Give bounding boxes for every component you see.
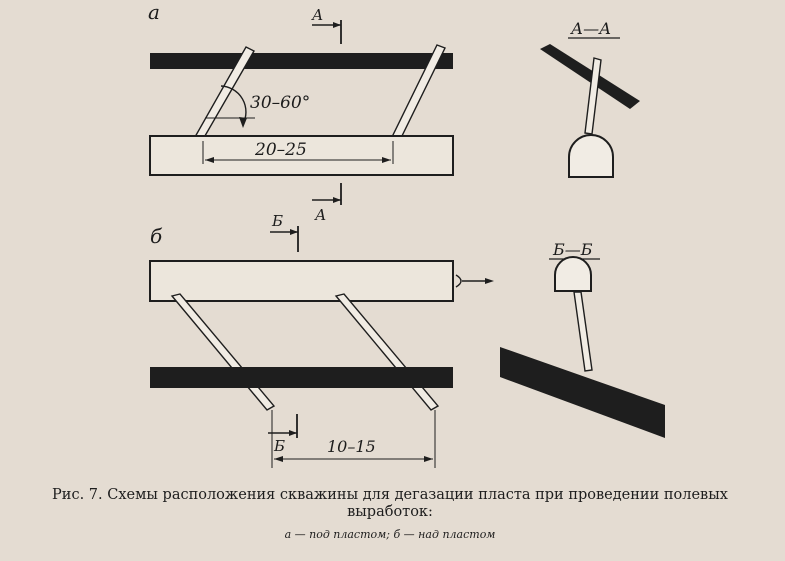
arrow-head: [290, 229, 298, 235]
arrow-head: [289, 430, 297, 436]
coal-seam-b-section: [500, 347, 665, 438]
section-mark-b-top: Б: [271, 212, 283, 230]
scheme-b-label: б: [150, 224, 163, 248]
section-title-a: А—А: [570, 19, 611, 38]
scheme-b: б Б Б: [149, 212, 665, 468]
arrow-head: [274, 456, 283, 462]
arrow-head: [485, 278, 494, 284]
arrow-head: [239, 117, 247, 128]
borehole-b-2: [334, 293, 440, 411]
borehole-b-section: [573, 291, 593, 372]
coal-seam-a-section: [540, 44, 640, 109]
section-title-b: Б—Б: [552, 240, 593, 259]
section-mark-a-bottom: А: [314, 206, 326, 224]
section-mark-a-top: А: [311, 6, 323, 24]
distance-label-a: 20–25: [254, 140, 307, 160]
section-mark-b-bottom: Б: [273, 437, 285, 455]
arrow-head: [424, 456, 433, 462]
drift-b: [149, 260, 454, 302]
caption-legend: а — под пластом; б — над пластом: [284, 528, 496, 541]
distance-label-b: 10–15: [327, 437, 376, 456]
borehole-b-1: [170, 293, 276, 411]
degassing-well-diagram: а А А 30–60°: [148, 0, 665, 468]
drift-a-section: [568, 134, 614, 178]
coal-seam-b: [150, 367, 453, 388]
figure-caption: Рис. 7. Схемы расположения скважины для …: [20, 487, 760, 543]
arrow-head: [382, 157, 391, 163]
borehole-a-section: [584, 57, 602, 135]
scheme-a-label: а: [148, 0, 160, 24]
drift-b-section: [554, 256, 592, 292]
angle-label: 30–60°: [250, 93, 310, 113]
arrow-head: [333, 197, 341, 203]
arrow-head: [205, 157, 214, 163]
scheme-a: а А А 30–60°: [148, 0, 640, 224]
drift-a: [149, 135, 454, 176]
view-arrow-curve: [455, 274, 462, 288]
caption-title: Рис. 7. Схемы расположения скважины для …: [52, 487, 728, 520]
arrow-head: [333, 22, 341, 28]
coal-seam-a: [150, 53, 453, 69]
